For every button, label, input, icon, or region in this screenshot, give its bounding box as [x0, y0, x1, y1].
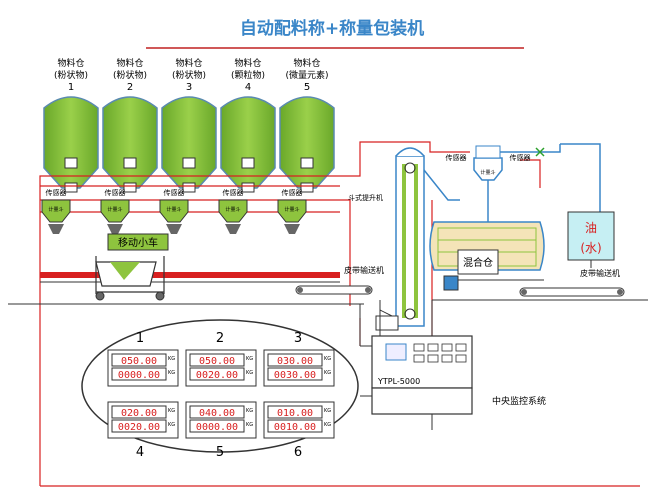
- silo-label-type: (微量元素): [285, 69, 328, 81]
- silo-number: 3: [186, 82, 192, 93]
- silo-label-top: 物料仓: [116, 57, 143, 69]
- sensor-label: 传感器: [223, 188, 244, 197]
- silo-label-top: 物料仓: [293, 57, 320, 69]
- display-unit: KG: [168, 370, 175, 376]
- silo-number: 4: [245, 82, 251, 93]
- display-number: 4: [136, 445, 144, 460]
- right-belt-conveyor: 皮带输送机: [519, 268, 625, 297]
- display-number: 5: [216, 445, 224, 460]
- display-value: 0000.00: [118, 370, 160, 381]
- display-value: 050.00: [199, 356, 235, 367]
- page-title: 自动配料称+称量包装机: [240, 18, 424, 39]
- display-value: 0030.00: [274, 370, 316, 381]
- display-number: 3: [294, 331, 302, 346]
- silo-label-top: 物料仓: [234, 57, 261, 69]
- mixer-label: 混合仓: [463, 256, 493, 269]
- screw-label: 计量斗: [107, 206, 122, 213]
- ground: [8, 299, 648, 347]
- bucket-elevator: 斗式提升机: [348, 147, 460, 331]
- display-unit: KG: [246, 422, 253, 428]
- sensor-label: 传感器: [105, 188, 126, 197]
- display-number: 1: [136, 331, 144, 346]
- display-number: 2: [216, 331, 224, 346]
- controller-model: YTPL-5000: [377, 377, 420, 386]
- display-value: 0020.00: [118, 422, 160, 433]
- mobile-car: 移动小车: [95, 233, 169, 301]
- belt-label-right: 皮带输送机: [580, 268, 620, 278]
- display-unit: KG: [324, 356, 331, 362]
- sensor-label: 传感器: [510, 153, 531, 162]
- oil-tank: 油 (水): [560, 143, 615, 268]
- silo-number: 5: [304, 82, 310, 93]
- silo-label-top: 物料仓: [175, 57, 202, 69]
- display-value: 030.00: [277, 356, 313, 367]
- silo-number: 2: [127, 82, 133, 93]
- central-controller: YTPL-5000 中央监控系统: [371, 335, 546, 430]
- bucket-elevator-label: 斗式提升机: [348, 193, 383, 202]
- belt-label-left: 皮带输送机: [344, 265, 384, 275]
- mixer: 混合仓: [429, 221, 545, 291]
- silo-label-type: (粉状物): [172, 69, 206, 81]
- display-unit: KG: [246, 356, 253, 362]
- silo-2: 物料仓 (粉状物) 2: [102, 57, 158, 193]
- sensor-label: 传感器: [46, 188, 67, 197]
- display-value: 0010.00: [274, 422, 316, 433]
- sensor-row: 传感器 传感器 传感器 传感器 传感器: [46, 188, 303, 197]
- screw-label: 计量斗: [225, 206, 240, 213]
- car-label: 移动小车: [118, 236, 158, 249]
- display-unit: KG: [324, 422, 331, 428]
- screw-label: 计量斗: [480, 169, 495, 176]
- oil-label: 油: [585, 221, 597, 235]
- screw-label: 计量斗: [166, 206, 181, 213]
- display-unit: KG: [246, 408, 253, 414]
- display-number: 6: [294, 445, 302, 460]
- display-value: 010.00: [277, 408, 313, 419]
- silo-label-type: (粉状物): [54, 69, 88, 81]
- display-value: 040.00: [199, 408, 235, 419]
- display-unit: KG: [246, 370, 253, 376]
- display-unit: KG: [324, 370, 331, 376]
- silo-3: 物料仓 (粉状物) 3: [161, 57, 217, 193]
- sensor-label: 传感器: [164, 188, 185, 197]
- silo-label-type: (粉状物): [113, 69, 147, 81]
- display-unit: KG: [168, 356, 175, 362]
- display-unit: KG: [324, 408, 331, 414]
- display-value: 0000.00: [196, 422, 238, 433]
- display-unit: KG: [168, 422, 175, 428]
- display-value: 020.00: [121, 408, 157, 419]
- top-weigh-hopper: 传感器 传感器 计量斗: [446, 144, 561, 222]
- silo-4: 物料仓 (颗粒物) 4: [220, 57, 276, 193]
- controller-caption: 中央监控系统: [492, 395, 546, 407]
- screw-label: 计量斗: [48, 206, 63, 213]
- silo-label-top: 物料仓: [57, 57, 84, 69]
- silo-number: 1: [68, 82, 74, 93]
- silo-label-type: (颗粒物): [231, 69, 265, 81]
- weigh-hoppers: 计量斗 计量斗 计量斗 计量斗 计量斗: [41, 199, 307, 234]
- display-unit: KG: [168, 408, 175, 414]
- water-label: (水): [580, 241, 601, 255]
- silo-5: 物料仓 (微量元素) 5: [279, 57, 335, 193]
- left-belt-conveyor: 皮带输送机: [295, 265, 384, 295]
- sensor-label: 传感器: [282, 188, 303, 197]
- silo-1: 物料仓 (粉状物) 1: [43, 57, 99, 193]
- display-value: 050.00: [121, 356, 157, 367]
- display-value: 0020.00: [196, 370, 238, 381]
- sensor-label: 传感器: [446, 153, 467, 162]
- screw-label: 计量斗: [284, 206, 299, 213]
- car-rail: [40, 272, 340, 283]
